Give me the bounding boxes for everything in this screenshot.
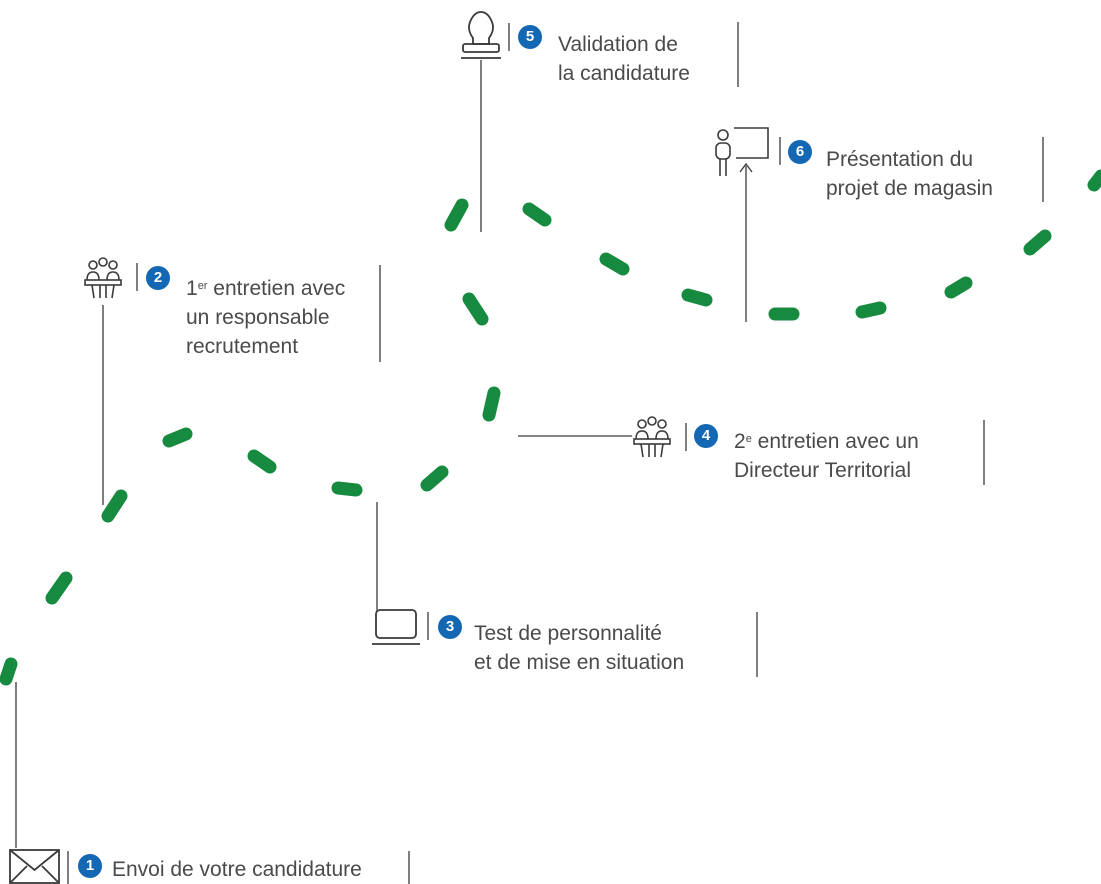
stamp-icon (461, 11, 501, 59)
step-3-badge: 3 (438, 615, 462, 639)
step-2-line-1-text: entretien avec (207, 277, 346, 300)
step-6-line-2: projet de magasin (826, 177, 993, 200)
step-2-badge: 2 (146, 266, 170, 290)
step-2-line-3: recrutement (186, 335, 299, 358)
step-5-line-1: Validation de (558, 33, 678, 56)
step-5-badge: 5 (518, 25, 542, 49)
step-1-label: Envoi de votre candidature (112, 855, 362, 884)
step-3-label: Test de personnalité et de mise en situa… (474, 619, 684, 677)
step-3-line-1: Test de personnalité (474, 622, 662, 645)
step-1-text: Envoi de votre candidature (112, 858, 362, 881)
step-4-badge: 4 (694, 424, 718, 448)
step-6-label: Présentation du projet de magasin (826, 145, 993, 203)
step-4-label: 2e entretien avec un Directeur Territori… (734, 427, 919, 485)
step-2-ordinal: 1 (186, 277, 198, 300)
step-5-label: Validation de la candidature (558, 30, 690, 88)
envelope-icon (9, 849, 60, 884)
step-6-badge: 6 (788, 140, 812, 164)
laptop-icon (372, 609, 420, 645)
step-2-line-2: un responsable (186, 306, 330, 329)
step-4-line-1: 2e entretien avec un (734, 427, 919, 456)
connector-lines (15, 60, 753, 848)
step-4-ordinal: 2 (734, 430, 746, 453)
step-5-line-2: la candidature (558, 62, 690, 85)
presentation-icon (715, 127, 769, 176)
meeting-icon (633, 416, 671, 458)
step-3-line-2: et de mise en situation (474, 651, 685, 674)
step-6-line-1: Présentation du (826, 148, 974, 171)
step-2-label: 1er entretien avec un responsable recrut… (186, 274, 345, 361)
step-1-badge: 1 (78, 854, 102, 878)
step-4-line-1-text: entretien avec un (751, 430, 919, 453)
step-4-line-2: Directeur Territorial (734, 459, 911, 482)
step-4-ordinal-suffix: e (745, 433, 752, 445)
dotted-path (0, 169, 1101, 686)
step-2-line-1: 1er entretien avec (186, 274, 345, 303)
meeting-icon (84, 257, 122, 299)
step-2-ordinal-suffix: er (197, 280, 208, 292)
separator-bars (67, 22, 1044, 884)
